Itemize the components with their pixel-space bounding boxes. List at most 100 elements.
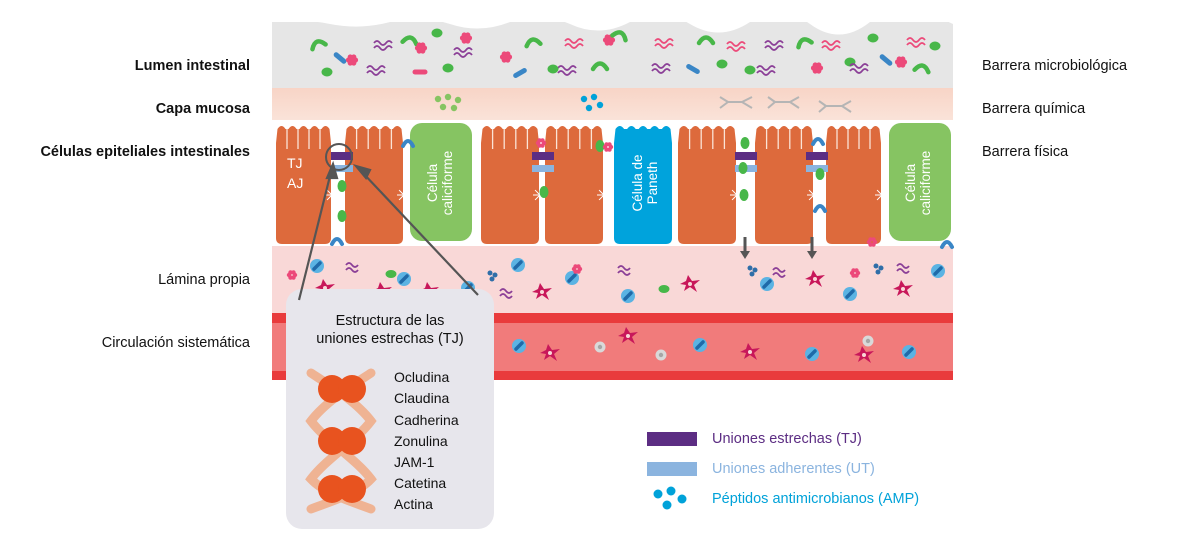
tight-junction-marker [532,152,554,160]
immune-cell-blue [693,338,707,352]
enterocyte-cell [678,126,744,244]
bacterium-coccus [744,65,756,75]
legend-label-amp: Péptidos antimicrobianos (AMP) [712,491,920,507]
immune-cell-blue [805,347,819,361]
immune-cell-blue [512,339,526,353]
immune-cell-blue [565,271,579,285]
protein-actina: Actina [394,496,433,512]
bacterium-translocating [337,210,347,222]
enterocyte-cell [826,126,889,244]
protein-jam1: JAM-1 [394,454,435,470]
bacterium-curved [310,39,328,52]
bacterium-coccus [929,41,941,51]
junctions [330,137,954,259]
bacterium-translocating [815,168,825,180]
bacterium-cluster [810,62,824,74]
label-capa-mucosa: Capa mucosa [155,101,250,117]
immune-cell-blue [902,345,916,359]
bacterium-curved [524,37,543,49]
bacterium-translocating [739,189,749,201]
paneth-cell [614,126,672,244]
tight-junction-marker [806,152,828,160]
bacterium-rod [686,64,700,74]
vessel-wall-bottom [272,371,953,380]
bacterium-coccus [442,63,454,73]
bacterium-coccus [716,59,728,69]
bacterium-cluster [849,268,861,278]
bacterium-translocating [595,140,605,152]
translocation-arrowhead [740,251,750,259]
legend-swatch-amp [653,486,687,510]
bacterium-spirillum [756,65,776,76]
bacterium-spirillum [617,265,631,276]
protein-ocludina: Ocludina [394,369,450,385]
legend-label-tj: Uniones estrechas (TJ) [712,431,862,447]
bacterium-spirillum [896,263,910,274]
bacterium-spirillum [651,63,671,74]
bacterium-spirillum [906,37,926,48]
bacterium-cluster-blue [747,265,758,277]
bacterium-coccus [385,270,397,278]
enterocyte-cell [755,126,821,244]
bacterium-curved [813,204,827,213]
legend-label-ut: Uniones adherentes (UT) [712,461,875,477]
label-tj: TJ [287,155,303,171]
legend-swatch-ut [647,462,697,476]
lumen-bacteria [310,28,941,78]
bacterium-coccus [867,33,879,43]
bacterium-spirillum [849,63,869,74]
dendritic-cell [618,327,638,344]
label-lamina-propia: Lámina propia [158,272,250,288]
bacterium-cluster [866,237,878,247]
lumen-wave [272,10,953,35]
bacterium-cluster [345,54,359,66]
bacterium-cluster [414,42,428,54]
bacterium-translocating [738,162,748,174]
label-celulas-epiteliales: Células epiteliales intestinales [40,144,250,160]
tight-junction-marker [735,152,757,160]
bacterium-rod [513,67,527,78]
mucus-layer [272,88,953,120]
adherens-junction-marker [806,165,828,172]
bacterium-coccus [658,285,670,293]
bacterium-cluster [459,32,473,44]
bacterium-curved [401,139,415,148]
bacterium-curved [610,30,628,43]
immune-cell-blue [931,264,945,278]
blood-cell-grey [655,349,667,361]
inset-title-line1: Estructura de las [335,313,445,329]
bacterium-spirillum [821,40,841,51]
legend-swatch-tj [647,432,697,446]
goblet-cell-2 [889,123,951,241]
label-aj: AJ [287,175,304,191]
tj-protein-structure-drawing [305,368,377,514]
immune-cell-blue [621,289,635,303]
bacterium-curved [330,237,344,246]
bacterium-cluster [571,264,583,274]
bacterium-spirillum [772,267,786,278]
bacterium-rod [879,54,893,66]
bacterium-cluster [602,142,614,152]
bacterium-cluster [602,34,616,46]
vessel-wall-top [272,313,953,323]
translocation-arrowhead [807,251,817,259]
bacterium-cluster [894,56,908,68]
goblet-cell-1 [410,123,472,241]
bacterium-spirillum [453,47,473,58]
tight-junction-marker [331,152,353,160]
bacterium-cluster [535,138,547,148]
dendritic-cell [805,270,825,287]
dendritic-cell [854,346,874,363]
bacterium-curved [400,35,419,47]
bacterium-cluster [286,270,298,280]
inset-title: Estructura de las uniones estrechas (TJ) [286,312,494,348]
bacterium-spirillum [654,38,674,49]
bacterium-spirillum [366,65,386,76]
label-circulacion-sistematica: Circulación sistemática [101,335,250,351]
enterocyte-cell [545,126,611,244]
blood-cell-grey [862,335,874,347]
bacterium-spirillum [764,40,784,51]
immune-cell-blue [310,259,324,273]
label-barrera-microbiologica: Barrera microbiológica [982,58,1128,74]
